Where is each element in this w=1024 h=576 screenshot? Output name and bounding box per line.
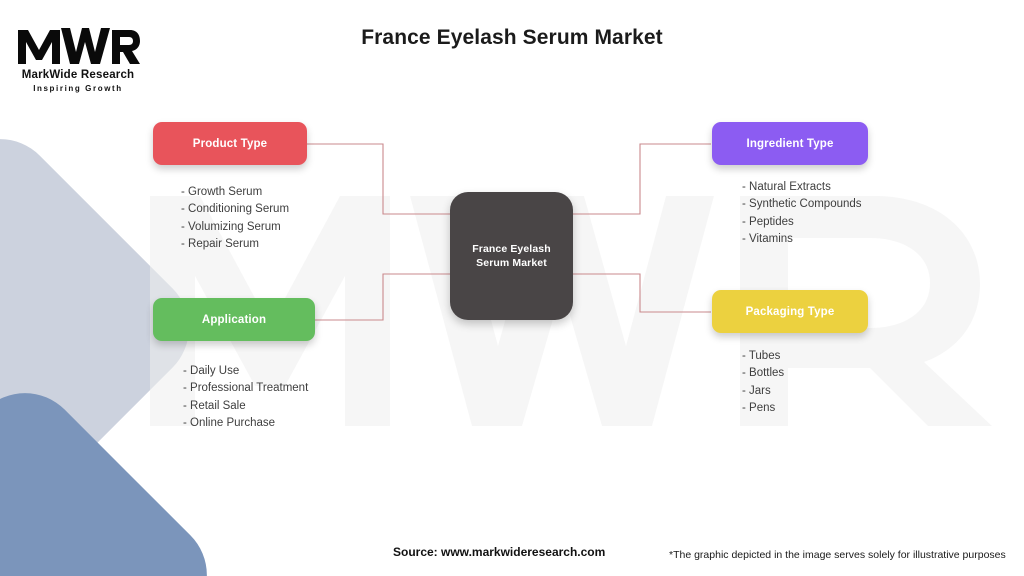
category-label-product-type: Product Type	[192, 137, 268, 150]
category-label-application: Application	[201, 313, 267, 326]
connector-application	[315, 273, 451, 321]
list-item: - Professional Treatment	[183, 382, 309, 395]
category-header-product-type[interactable]: Product Type	[153, 122, 307, 165]
category-packaging-type: Packaging Type - Tubes - Bottles - Jars …	[712, 290, 868, 418]
center-node-label: France Eyelash Serum Market	[472, 243, 551, 269]
list-item: - Vitamins	[742, 233, 793, 246]
list-item: - Growth Serum	[181, 186, 263, 198]
list-item: - Online Purchase	[183, 417, 276, 430]
list-item: - Synthetic Compounds	[742, 198, 862, 211]
category-list-application: - Daily Use - Professional Treatment - R…	[183, 363, 315, 433]
category-header-ingredient-type[interactable]: Ingredient Type	[712, 122, 868, 165]
center-node[interactable]: France Eyelash Serum Market	[450, 192, 573, 320]
list-item: - Natural Extracts	[742, 181, 831, 193]
category-application: Application - Daily Use - Professional T…	[153, 298, 315, 433]
list-item: - Tubes	[742, 350, 781, 362]
category-list-product-type: - Growth Serum - Conditioning Serum - Vo…	[181, 184, 307, 254]
category-header-application[interactable]: Application	[153, 298, 315, 341]
list-item: - Repair Serum	[181, 238, 259, 251]
connector-product-type	[307, 143, 451, 215]
footer-source: Source: www.markwideresearch.com	[393, 545, 606, 559]
connector-packaging-type	[572, 273, 711, 313]
list-item: - Daily Use	[183, 365, 240, 377]
category-list-packaging-type: - Tubes - Bottles - Jars - Pens	[742, 348, 868, 418]
category-product-type: Product Type - Growth Serum - Conditioni…	[153, 122, 307, 254]
page-title: France Eyelash Serum Market	[361, 26, 663, 49]
footer-disclaimer: *The graphic depicted in the image serve…	[669, 549, 1006, 561]
list-item: - Retail Sale	[183, 399, 246, 412]
logo-tagline: Inspiring Growth	[33, 84, 123, 93]
category-ingredient-type: Ingredient Type - Natural Extracts - Syn…	[712, 122, 868, 249]
category-label-packaging-type: Packaging Type	[745, 305, 835, 318]
category-label-ingredient-type: Ingredient Type	[746, 137, 834, 150]
list-item: - Bottles	[742, 367, 785, 380]
list-item: - Conditioning Serum	[181, 203, 290, 216]
category-list-ingredient-type: - Natural Extracts - Synthetic Compounds…	[742, 179, 868, 249]
list-item: - Volumizing Serum	[181, 220, 281, 233]
list-item: - Pens	[742, 402, 776, 415]
mwr-logo-mark	[18, 28, 140, 64]
logo-company-name: MarkWide Research	[21, 69, 135, 81]
connector-ingredient-type	[572, 143, 711, 215]
list-item: - Peptides	[742, 215, 794, 228]
markwide-research-logo: MarkWide Research Inspiring Growth	[16, 22, 140, 93]
category-header-packaging-type[interactable]: Packaging Type	[712, 290, 868, 333]
list-item: - Jars	[742, 384, 771, 397]
